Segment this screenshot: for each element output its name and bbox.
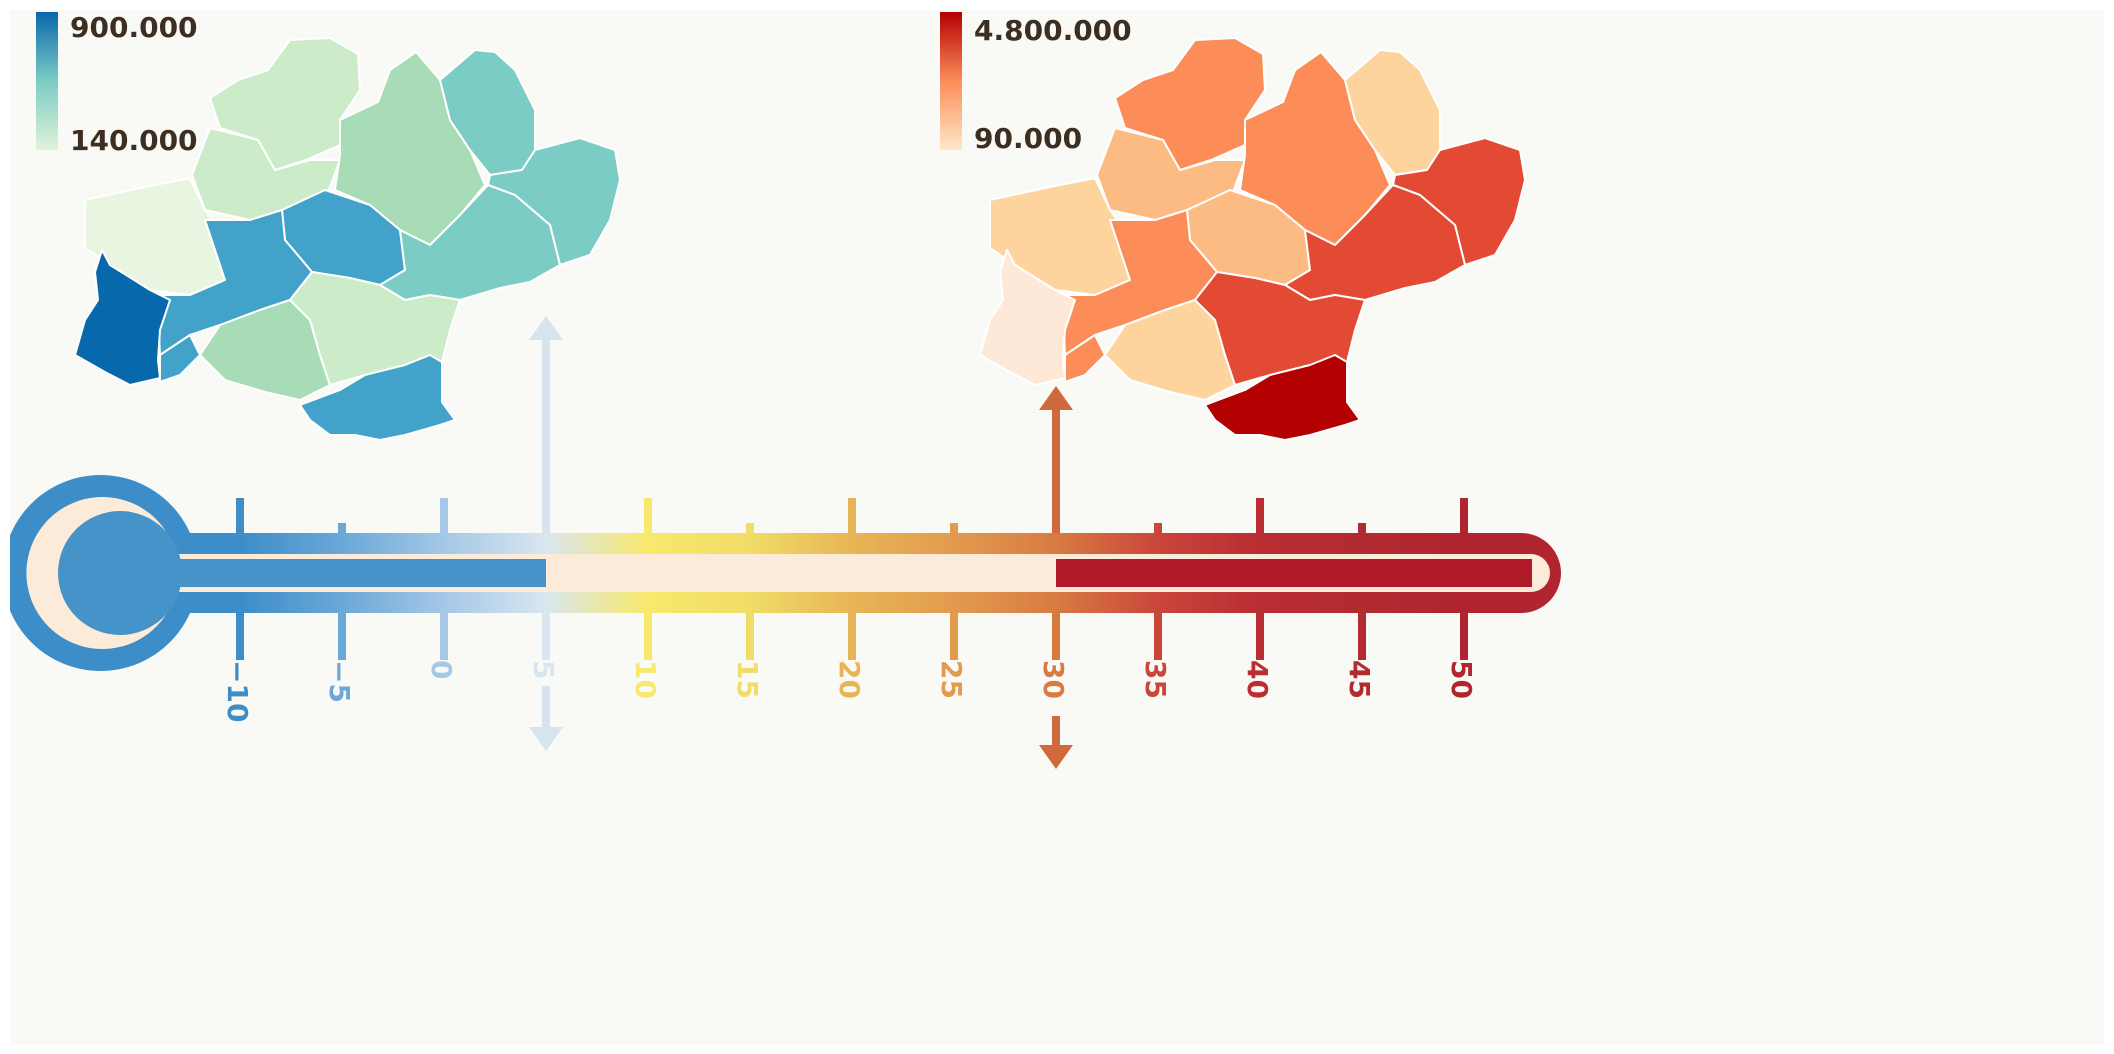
legend-cold-bar (36, 12, 58, 150)
legend-cold-min-label: 140.000 (70, 124, 198, 157)
tick-label-0: −10 (221, 660, 254, 722)
region-cold-14 (299, 354, 456, 441)
tick-label-3: 5 (527, 660, 560, 679)
tick-label-9: 35 (1139, 660, 1172, 699)
region-hot-12 (979, 249, 1076, 386)
region-cold-11 (289, 271, 461, 386)
level-arrows (529, 316, 1073, 769)
hot-arrow-up-shaft (1052, 410, 1060, 533)
region-hot-11 (1194, 271, 1366, 386)
legend-cold-max-label: 900.000 (70, 11, 198, 44)
tick-label-8: 30 (1037, 660, 1070, 699)
cold-arrow-up-shaft (542, 340, 550, 533)
hot-arrow-down-shaft (1052, 716, 1060, 745)
tick-label-11: 45 (1343, 660, 1376, 699)
legend-cold: 900.000 140.000 (36, 11, 198, 157)
map-hot (979, 37, 1526, 441)
tick-label-10: 40 (1241, 660, 1274, 699)
thermometer-tick-labels: −10 −5 0 5 10 15 20 25 30 35 40 45 50 (221, 660, 1478, 722)
cold-arrow-down-shaft (542, 686, 550, 727)
cold-arrow-up-head (529, 316, 563, 340)
region-hot-13 (1064, 334, 1106, 383)
thermometer-bulb (58, 511, 182, 635)
legend-hot: 4.800.000 90.000 (940, 12, 1132, 155)
region-cold-3 (334, 51, 486, 246)
thermometer-cold-fill (170, 559, 546, 587)
tick-label-6: 20 (833, 660, 866, 699)
tick-label-7: 25 (935, 660, 968, 699)
map-cold (74, 37, 621, 441)
hot-arrow-down-head (1039, 745, 1073, 769)
thermometer: −10 −5 0 5 10 15 20 25 30 35 40 45 50 (10, 316, 1561, 769)
cold-arrow-down-head (529, 727, 563, 751)
region-cold-13 (159, 334, 201, 383)
legend-hot-max-label: 4.800.000 (974, 14, 1132, 47)
tick-label-5: 15 (731, 660, 764, 699)
region-hot-14 (1204, 354, 1361, 441)
tick-label-4: 10 (629, 660, 662, 699)
thermometer-hot-fill (1056, 559, 1532, 587)
region-cold-12 (74, 249, 171, 386)
tick-label-2: 0 (425, 660, 458, 679)
thermometer-inner (26, 496, 1550, 649)
region-hot-3 (1239, 51, 1391, 246)
tick-label-12: 50 (1445, 660, 1478, 699)
hot-arrow-up-head (1039, 386, 1073, 410)
legend-hot-min-label: 90.000 (974, 122, 1082, 155)
tick-label-1: −5 (323, 660, 356, 703)
infographic-svg: 900.000 140.000 4.800.000 90.000 −10 −5 0 5… (10, 11, 1561, 769)
infographic-canvas: 900.000 140.000 4.800.000 90.000 −10 −5 0 5… (10, 10, 2104, 1044)
legend-hot-bar (940, 12, 962, 150)
